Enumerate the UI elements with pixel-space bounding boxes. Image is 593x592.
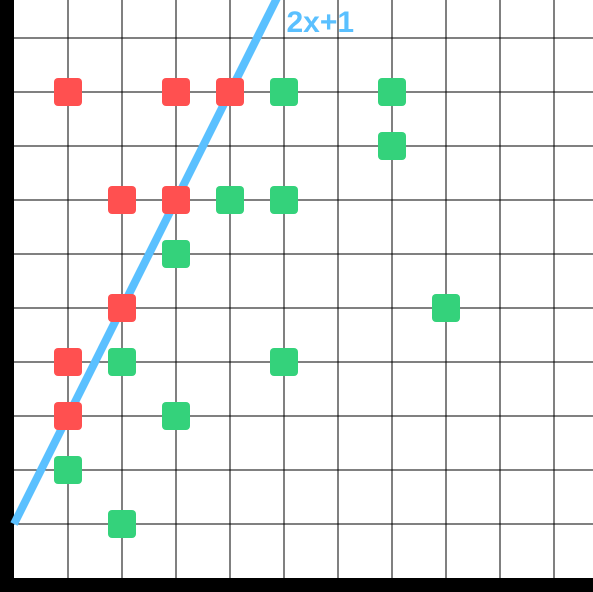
- negative-point: [108, 186, 136, 214]
- grid: [14, 0, 593, 578]
- y-axis: [0, 0, 14, 592]
- positive-point: [270, 78, 298, 106]
- data-points: [54, 78, 460, 538]
- negative-point: [108, 294, 136, 322]
- positive-point: [216, 186, 244, 214]
- negative-point: [54, 402, 82, 430]
- negative-point: [216, 78, 244, 106]
- positive-point: [432, 294, 460, 322]
- positive-point: [162, 240, 190, 268]
- negative-point: [162, 78, 190, 106]
- positive-point: [108, 510, 136, 538]
- positive-point: [378, 132, 406, 160]
- x-axis: [0, 578, 593, 592]
- line-label: 2x+1: [287, 6, 355, 39]
- positive-point: [270, 186, 298, 214]
- negative-point: [54, 348, 82, 376]
- positive-point: [54, 456, 82, 484]
- positive-point: [270, 348, 298, 376]
- negative-point: [54, 78, 82, 106]
- positive-point: [162, 402, 190, 430]
- positive-point: [108, 348, 136, 376]
- positive-point: [378, 78, 406, 106]
- negative-point: [162, 186, 190, 214]
